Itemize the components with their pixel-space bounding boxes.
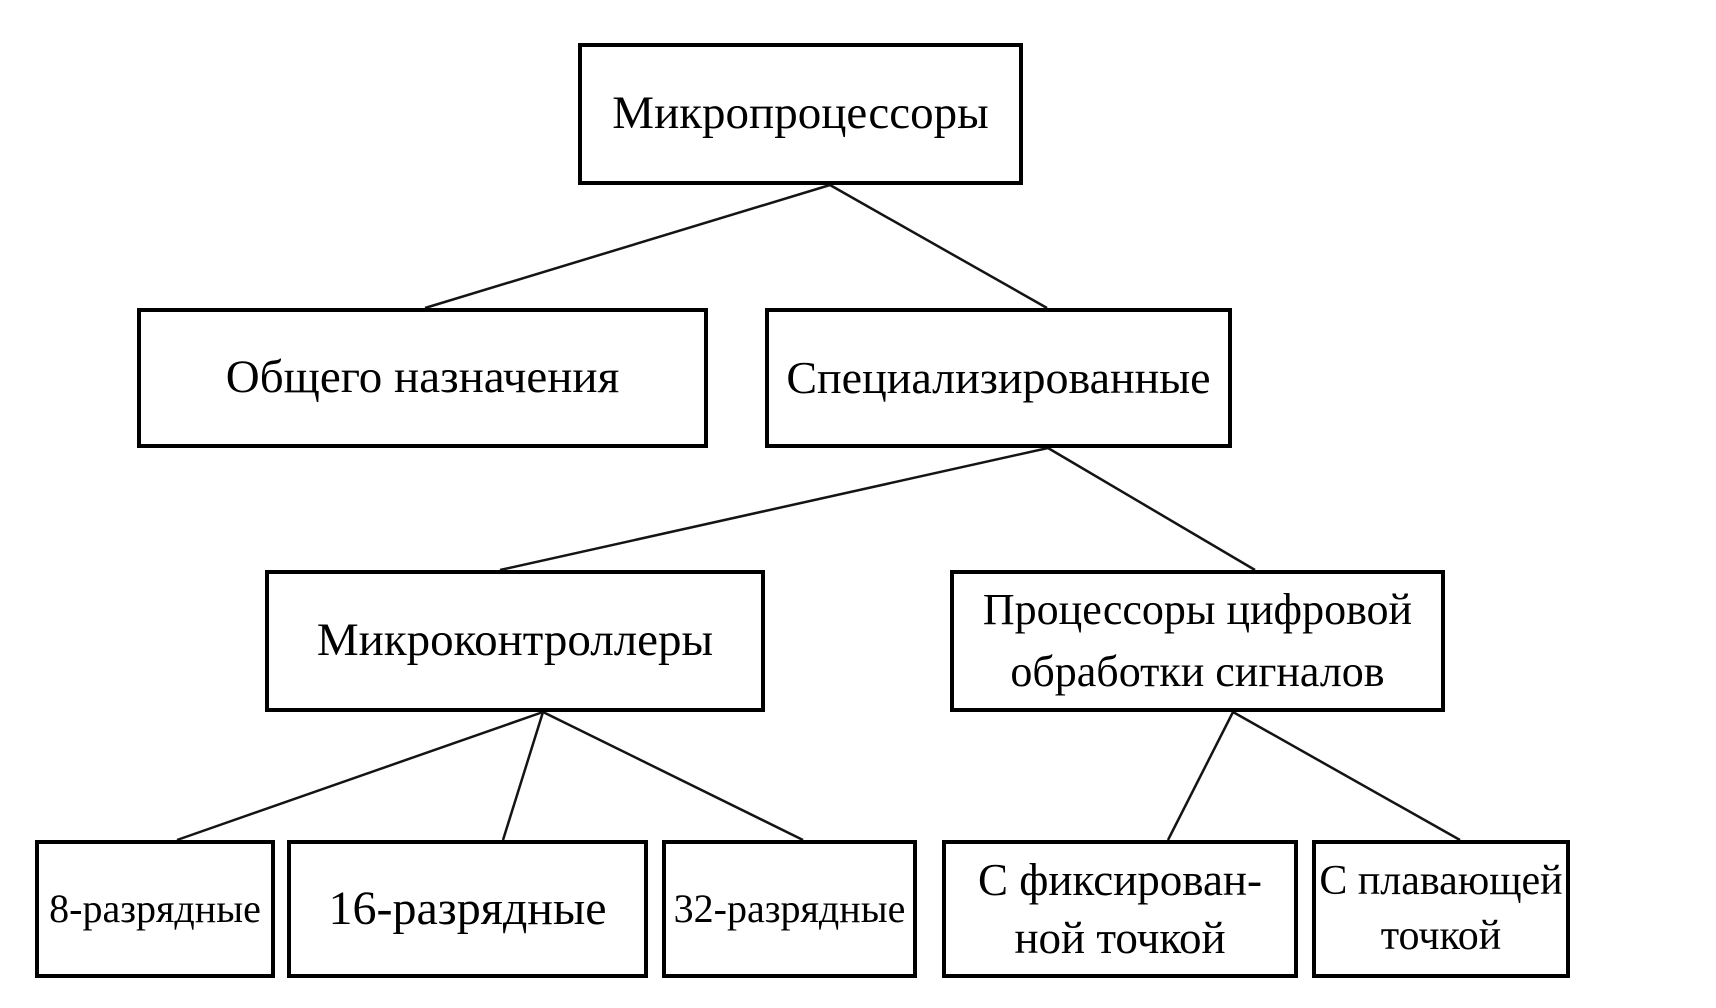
edge-root-general xyxy=(424,183,831,310)
edge-mcu-bit16 xyxy=(501,711,545,841)
node-microcontrollers: Микроконтроллеры xyxy=(265,570,765,712)
edge-specialized-mcu xyxy=(499,446,1049,572)
edge-root-specialized xyxy=(829,183,1048,310)
node-32bit: 32-разрядные xyxy=(662,840,917,978)
edge-mcu-bit32 xyxy=(542,710,804,842)
edge-specialized-dsp xyxy=(1047,446,1256,572)
edge-mcu-bit8 xyxy=(176,710,544,842)
edge-dsp-floating xyxy=(1232,710,1461,842)
node-dsp-processors: Процессоры цифровой обработки сигналов xyxy=(950,570,1445,712)
node-microprocessors: Микропроцессоры xyxy=(578,43,1023,185)
node-floating-point: С плавающей точкой xyxy=(1312,840,1570,978)
node-specialized: Специализированные xyxy=(765,308,1232,448)
node-16bit: 16-разрядные xyxy=(287,840,648,978)
node-8bit: 8-разрядные xyxy=(35,840,275,978)
node-fixed-point: С фиксирован- ной точкой xyxy=(942,840,1298,978)
edge-dsp-fixed xyxy=(1166,711,1235,841)
node-general-purpose: Общего назначения xyxy=(137,308,708,448)
